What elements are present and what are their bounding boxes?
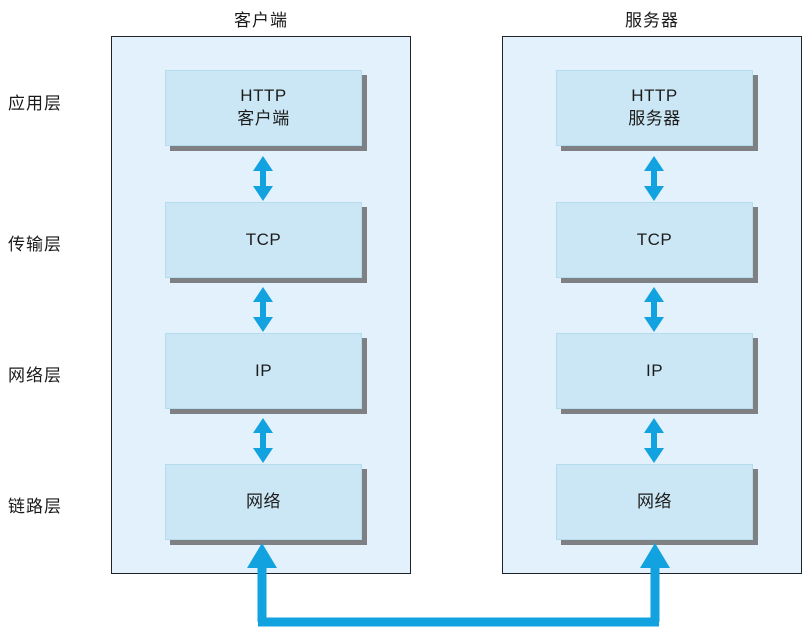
box-client-transport[interactable]: TCP [165, 202, 362, 278]
box-server-transport-line1: TCP [636, 229, 673, 249]
box-server-application[interactable]: HTTP 服务器 [556, 70, 753, 146]
layer-label-application: 应用层 [8, 94, 62, 113]
box-client-network[interactable]: IP [165, 333, 362, 409]
box-client-application-line2: 客户端 [237, 109, 290, 128]
host-client: HTTP 客户端 TCP IP 网络 [111, 36, 411, 574]
layer-label-link: 链路层 [8, 497, 62, 516]
host-server: HTTP 服务器 TCP IP 网络 [502, 36, 802, 574]
box-server-application-line1: HTTP [631, 86, 678, 106]
box-client-link-line1: 网络 [246, 491, 281, 511]
column-title-client: 客户端 [234, 11, 288, 30]
box-server-network-line1: IP [645, 360, 664, 380]
box-server-application-line2: 服务器 [628, 109, 681, 128]
box-client-application[interactable]: HTTP 客户端 [165, 70, 362, 146]
double-arrow-icon-client-network-link [252, 418, 274, 463]
box-server-network[interactable]: IP [556, 333, 753, 409]
box-server-link[interactable]: 网络 [556, 464, 753, 540]
box-server-transport[interactable]: TCP [556, 202, 753, 278]
layer-label-network: 网络层 [8, 366, 62, 385]
box-client-link[interactable]: 网络 [165, 464, 362, 540]
column-title-server: 服务器 [625, 11, 679, 30]
box-client-application-line1: HTTP [240, 86, 287, 106]
double-arrow-icon-server-network-link [643, 418, 665, 463]
double-arrow-icon-client-app-transport [252, 156, 274, 201]
layer-label-transport: 传输层 [8, 235, 62, 254]
box-client-network-line1: IP [254, 360, 273, 380]
double-arrow-icon-server-app-transport [643, 156, 665, 201]
double-arrow-icon-client-transport-network [252, 287, 274, 332]
double-arrow-icon-server-transport-network [643, 287, 665, 332]
box-client-transport-line1: TCP [245, 229, 282, 249]
box-server-link-line1: 网络 [637, 491, 672, 511]
